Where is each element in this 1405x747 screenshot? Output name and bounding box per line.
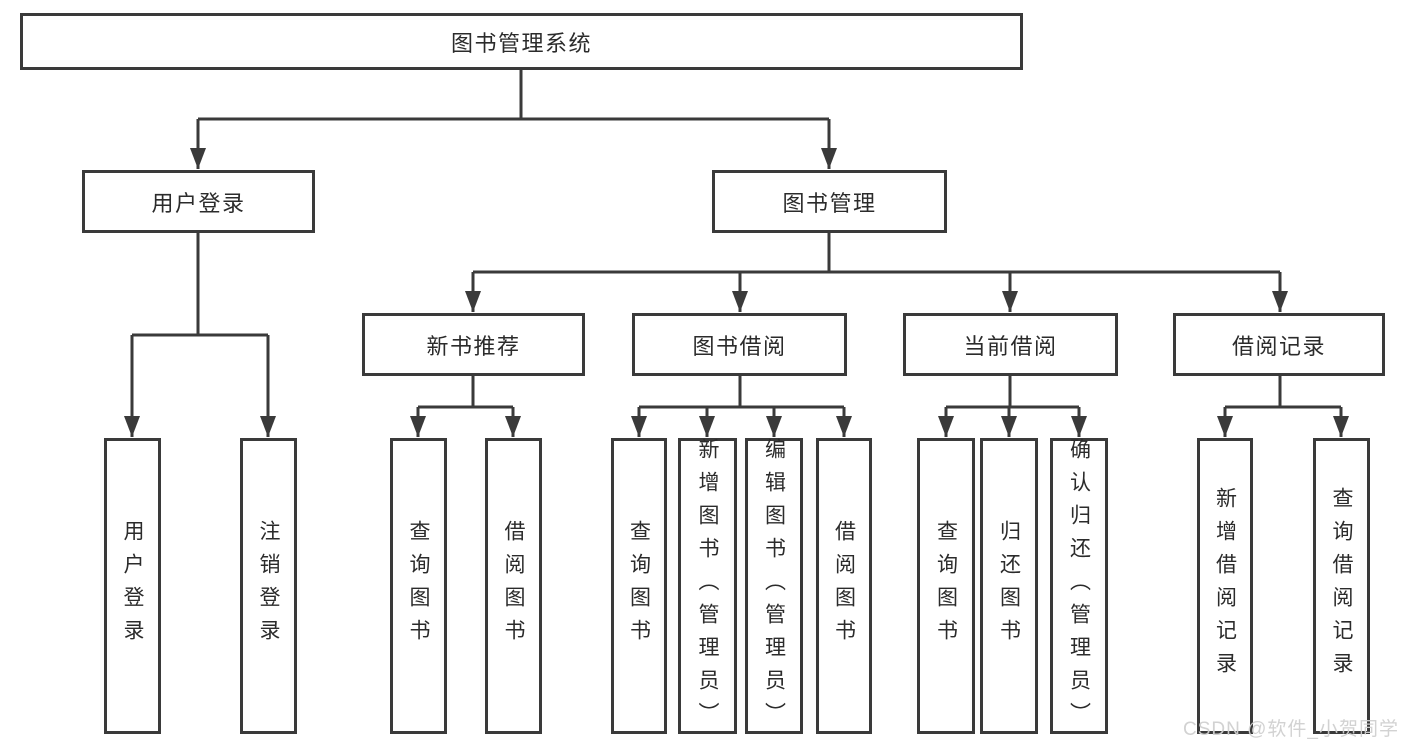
leaf-new-book-query: 查询图书 <box>390 438 447 734</box>
leaf-new-book-borrow: 借阅图书 <box>485 438 542 734</box>
node-book-borrow-label: 图书借阅 <box>692 333 787 359</box>
leaf-current-confirm-label: 确认归还（管理员） <box>1067 437 1091 735</box>
leaf-logout-label: 注销登录 <box>257 520 280 652</box>
node-book-borrow: 图书借阅 <box>632 313 847 376</box>
leaf-borrow-query-label: 查询图书 <box>627 520 651 652</box>
node-root-label: 图书管理系统 <box>450 30 592 56</box>
leaf-current-confirm: 确认归还（管理员） <box>1050 437 1108 735</box>
node-new-book-label: 新书推荐 <box>426 333 521 359</box>
node-borrow-record-label: 借阅记录 <box>1231 333 1326 359</box>
leaf-borrow-edit-label: 编辑图书（管理员） <box>762 437 786 735</box>
leaf-record-query: 查询借阅记录 <box>1313 438 1370 734</box>
leaf-borrow-book: 借阅图书 <box>816 438 872 734</box>
leaf-borrow-book-label: 借阅图书 <box>832 520 856 652</box>
node-book-mgmt-label: 图书管理 <box>782 190 877 216</box>
node-root: 图书管理系统 <box>20 13 1023 70</box>
connector-new-book-trunk <box>418 376 513 409</box>
node-user-login-label: 用户登录 <box>151 190 246 216</box>
leaf-record-add-label: 新增借阅记录 <box>1213 487 1237 685</box>
leaf-current-query: 查询图书 <box>917 438 975 734</box>
node-book-mgmt: 图书管理 <box>712 170 947 233</box>
leaf-new-book-query-label: 查询图书 <box>407 520 430 652</box>
leaf-record-add: 新增借阅记录 <box>1197 438 1253 734</box>
connector-current-borrow-trunk <box>946 376 1079 409</box>
node-borrow-record: 借阅记录 <box>1173 313 1385 376</box>
node-user-login: 用户登录 <box>82 170 315 233</box>
node-new-book: 新书推荐 <box>362 313 585 376</box>
leaf-borrow-edit: 编辑图书（管理员） <box>745 437 803 735</box>
leaf-borrow-query: 查询图书 <box>611 438 667 734</box>
leaf-current-query-label: 查询图书 <box>934 520 958 652</box>
leaf-user-login-label: 用户登录 <box>121 520 144 652</box>
node-current-borrow: 当前借阅 <box>903 313 1118 376</box>
leaf-record-query-label: 查询借阅记录 <box>1330 487 1353 685</box>
connector-root-trunk <box>198 70 829 121</box>
leaf-new-book-borrow-label: 借阅图书 <box>502 520 525 652</box>
leaf-user-login: 用户登录 <box>104 438 161 734</box>
connector-book-borrow-trunk <box>639 376 844 409</box>
leaf-borrow-add: 新增图书（管理员） <box>678 437 737 735</box>
watermark: CSDN @软件_小贺同学 <box>1183 719 1399 740</box>
leaf-current-return-label: 归还图书 <box>997 520 1021 652</box>
leaf-current-return: 归还图书 <box>980 438 1038 734</box>
leaf-logout: 注销登录 <box>240 438 297 734</box>
connector-borrow-record-trunk <box>1225 376 1341 409</box>
connector-book-mgmt-trunk <box>473 233 1280 274</box>
connector-user-login-trunk <box>132 233 268 337</box>
leaf-borrow-add-label: 新增图书（管理员） <box>696 437 719 735</box>
node-current-borrow-label: 当前借阅 <box>963 333 1058 359</box>
